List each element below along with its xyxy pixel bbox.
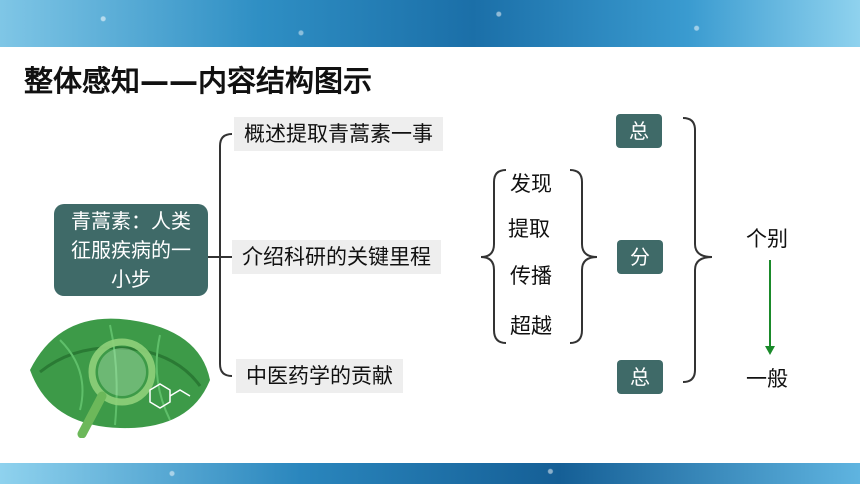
center-topic-text: 青蒿素：人类征服疾病的一小步 bbox=[71, 208, 191, 291]
steps-brace-left bbox=[480, 169, 507, 344]
part-1-label: 概述提取青蒿素一事 bbox=[234, 117, 443, 151]
tags-brace bbox=[682, 117, 713, 383]
tag-total-bottom: 总 bbox=[617, 360, 663, 394]
part-3-label: 中医药学的贡献 bbox=[236, 359, 403, 393]
artemisia-leaf-illustration bbox=[30, 318, 210, 438]
steps-brace-right bbox=[569, 169, 598, 344]
header-decoration-band bbox=[0, 0, 860, 47]
down-arrow-head bbox=[765, 346, 775, 355]
part-2-label: 介绍科研的关键里程 bbox=[232, 240, 441, 274]
tag-total-top: 总 bbox=[616, 114, 662, 148]
step-2: 提取 bbox=[508, 217, 550, 241]
page-title: 整体感知——内容结构图示 bbox=[24, 64, 373, 98]
result-general: 一般 bbox=[746, 367, 788, 391]
step-1: 发现 bbox=[510, 172, 552, 196]
footer-decoration-band bbox=[0, 463, 860, 484]
step-4: 超越 bbox=[510, 314, 552, 338]
tag-divide: 分 bbox=[617, 240, 663, 274]
center-topic-box: 青蒿素：人类征服疾病的一小步 bbox=[54, 204, 208, 296]
result-individual: 个别 bbox=[746, 227, 788, 251]
main-bracket bbox=[208, 133, 233, 377]
step-3: 传播 bbox=[510, 264, 552, 288]
